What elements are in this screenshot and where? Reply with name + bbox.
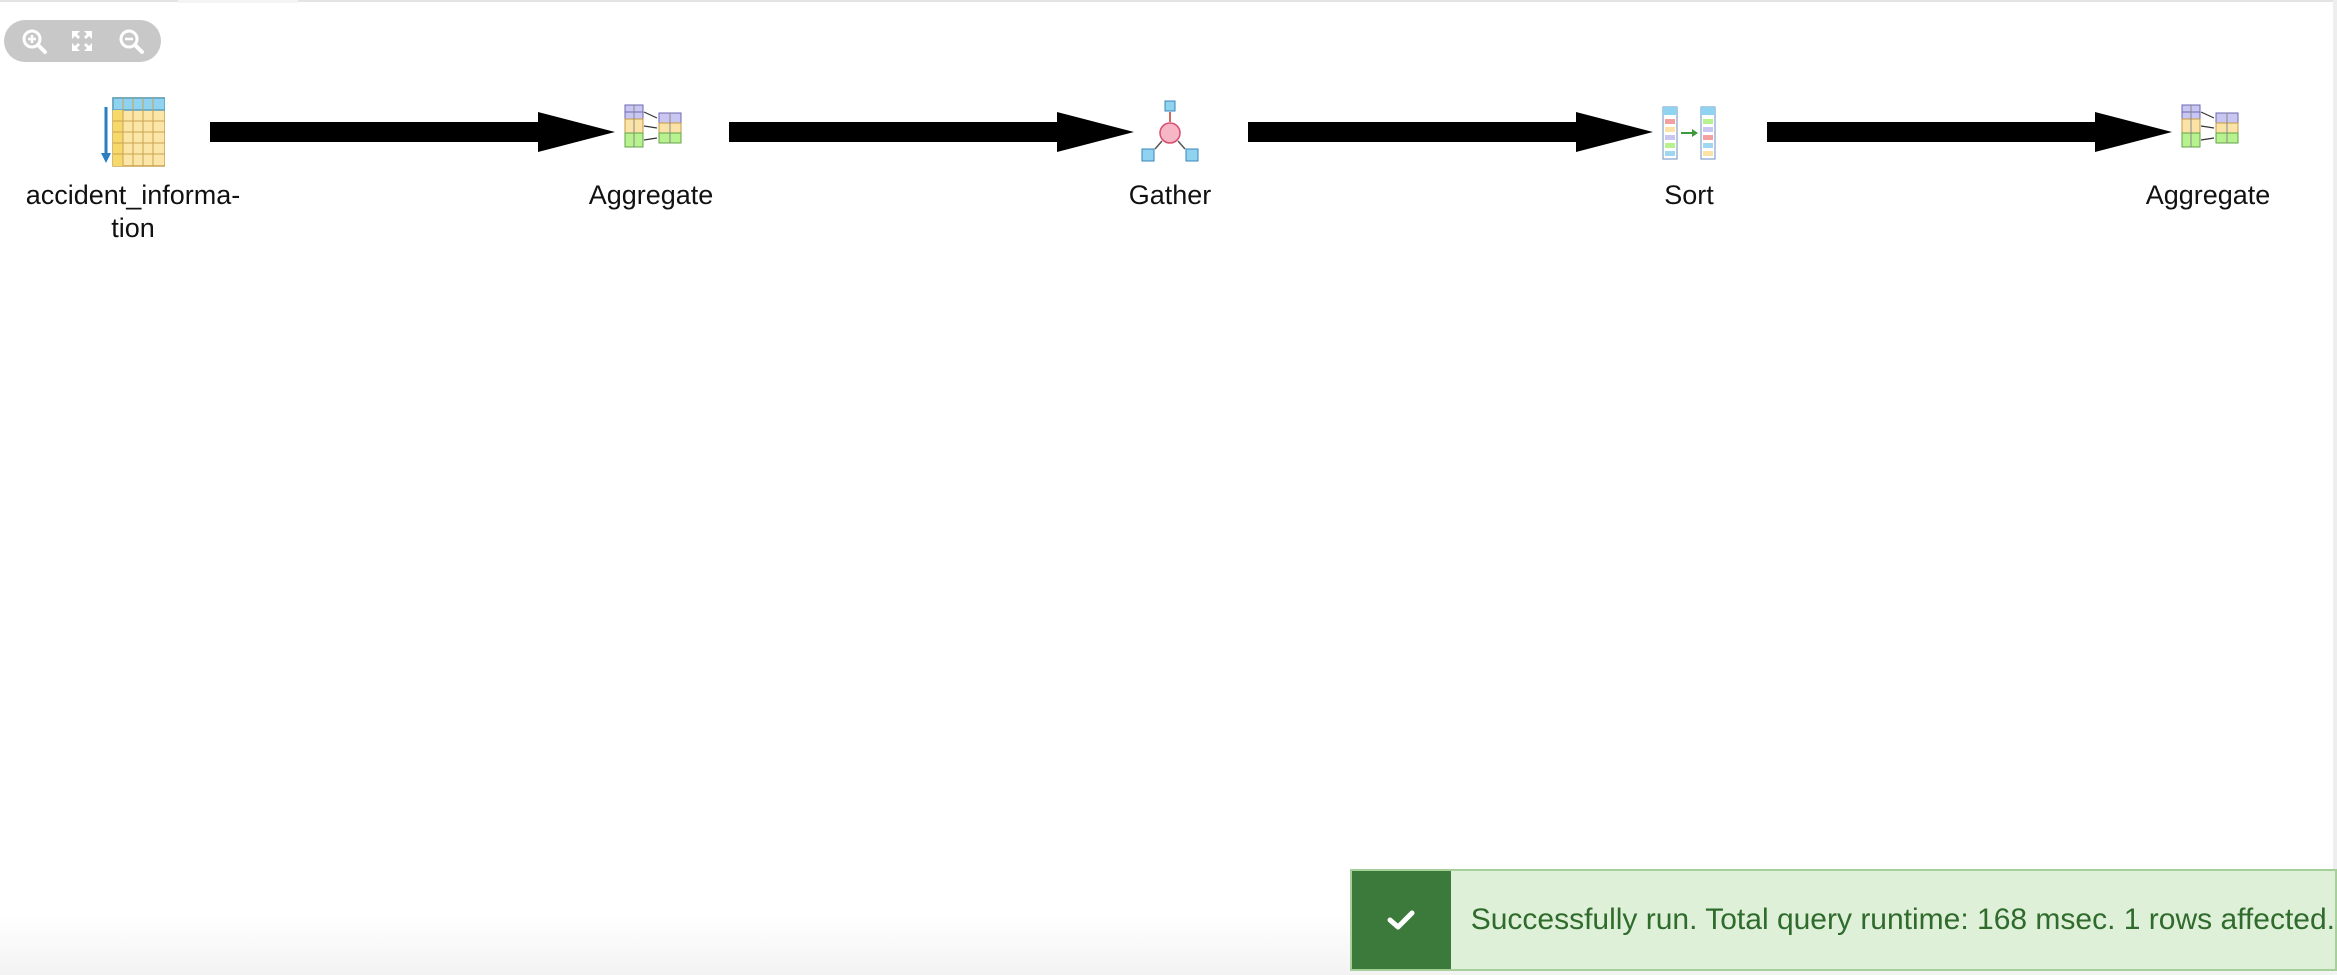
node-label: Aggregate (2145, 180, 2271, 210)
aggregate-icon (624, 104, 682, 148)
zoom-in-icon (22, 29, 48, 54)
node-label-line: accident_informa- (25, 180, 241, 210)
plan-node-aggregate[interactable]: Aggregate (2088, 95, 2328, 212)
plan-node-gather[interactable]: Gather (1050, 95, 1290, 212)
scrollbar-track[interactable] (2333, 0, 2337, 975)
aggregate-icon (2181, 104, 2239, 148)
plan-edge (210, 112, 615, 152)
toast-icon-box (1352, 871, 1451, 969)
plan-node-seq-scan[interactable]: accident_informa- tion (13, 95, 253, 245)
plan-node-aggregate[interactable]: Aggregate (531, 95, 771, 212)
plan-edge (729, 112, 1134, 152)
tab-indicator (178, 0, 298, 3)
gather-icon (1141, 100, 1199, 162)
top-border (0, 0, 2337, 2)
node-label: Aggregate (588, 180, 714, 210)
notification-message: Successfully run. Total query runtime: 1… (1470, 903, 2335, 936)
success-notification[interactable]: Successfully run. Total query runtime: 1… (1350, 869, 2337, 971)
fit-to-screen-icon (72, 31, 93, 51)
node-label: Sort (1664, 180, 1714, 210)
plan-node-sort[interactable]: Sort (1569, 95, 1809, 212)
fit-to-screen-button[interactable] (62, 21, 102, 61)
node-label: Gather (1128, 180, 1212, 210)
zoom-out-icon (119, 29, 144, 54)
explain-plan-canvas: accident_informa- tion Aggregate (13, 95, 2328, 245)
zoom-in-button[interactable] (14, 21, 54, 61)
zoom-toolbar (4, 20, 161, 62)
seq-scan-table-icon (101, 97, 165, 167)
zoom-out-button[interactable] (111, 21, 151, 61)
plan-edge (1767, 112, 2172, 152)
node-label: accident_informa- tion (13, 179, 253, 245)
node-label-line: tion (111, 213, 155, 243)
check-icon (1387, 910, 1415, 930)
plan-edge (1248, 112, 1653, 152)
sort-icon (1662, 106, 1716, 160)
